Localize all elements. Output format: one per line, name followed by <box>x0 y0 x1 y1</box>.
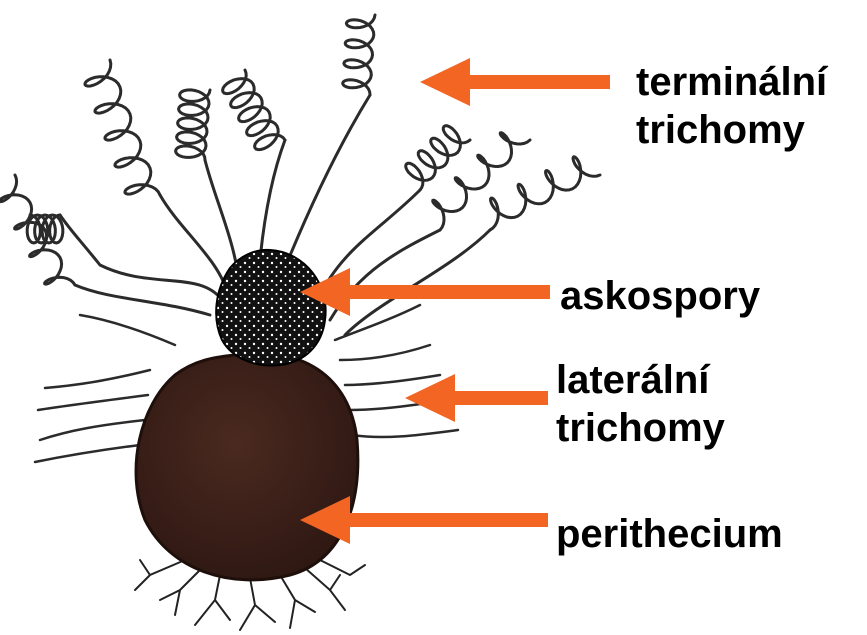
label-perithecium: perithecium <box>556 510 783 558</box>
trichome-coil <box>176 90 210 160</box>
arrow-ascospores <box>300 268 550 316</box>
label-terminal-line2: trichomy <box>636 106 827 154</box>
label-perithecium-text: perithecium <box>556 510 783 558</box>
lateral-trichome <box>352 430 458 437</box>
lateral-trichome <box>80 315 175 345</box>
lateral-trichome <box>35 445 140 462</box>
lateral-trichome <box>340 345 430 360</box>
perithecium-body <box>136 353 358 580</box>
lateral-trichome <box>345 375 440 385</box>
arrow-terminal-trichomes <box>420 58 610 106</box>
label-ascospores-text: askospory <box>560 272 760 320</box>
trichome-coil <box>433 133 530 230</box>
terminal-trichome <box>280 95 370 280</box>
arrow-perithecium <box>300 496 548 544</box>
label-ascospores: askospory <box>560 272 760 320</box>
label-terminal-trichomes: terminální trichomy <box>636 58 827 154</box>
lateral-trichome <box>40 420 145 440</box>
ascospores-cluster <box>216 250 325 366</box>
trichome-coils <box>0 15 600 285</box>
lateral-trichome <box>45 370 150 388</box>
trichome-coil <box>85 60 160 195</box>
label-lateral-line1: laterální <box>556 356 725 404</box>
trichome-coil <box>343 15 375 95</box>
label-lateral-trichomes: laterální trichomy <box>556 356 725 452</box>
lateral-trichome <box>38 395 148 410</box>
trichome-coil <box>223 70 285 150</box>
arrow-lateral-trichomes <box>405 374 548 422</box>
terminal-trichome <box>75 285 210 315</box>
label-lateral-line2: trichomy <box>556 404 725 452</box>
trichome-coil <box>490 157 600 230</box>
label-terminal-line1: terminální <box>636 58 827 106</box>
terminal-trichome <box>345 230 490 335</box>
